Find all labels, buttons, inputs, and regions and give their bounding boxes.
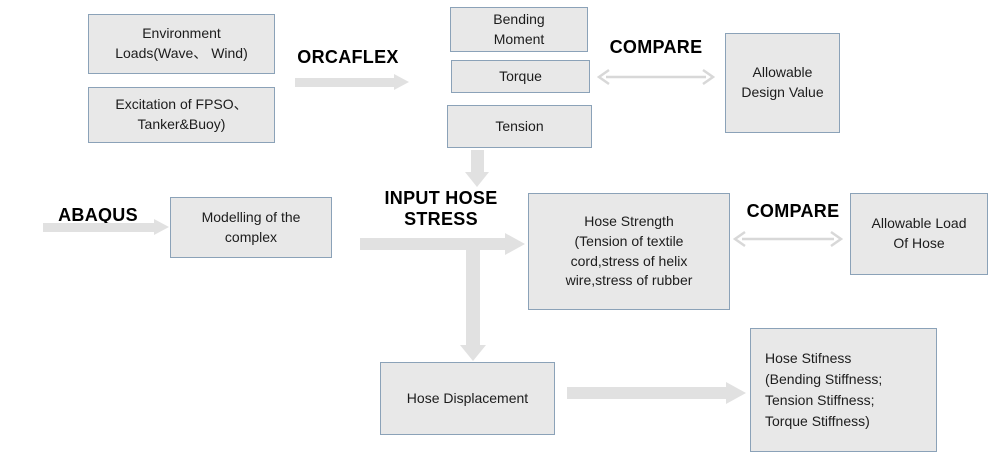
compare-top-double-arrow: [597, 68, 715, 86]
compare-top-label: COMPARE: [609, 37, 703, 57]
hose-displacement-box: Hose Displacement: [380, 362, 555, 435]
input-hose-stress-label: INPUT HOSE STRESS: [384, 188, 498, 230]
hose-displacement-arrow: [567, 382, 746, 404]
branch-down-arrow: [460, 250, 486, 361]
allowable-design-value-box: Allowable Design Value: [725, 33, 840, 133]
orcaflex-label: ORCAFLEX: [297, 47, 399, 67]
environment-loads-box: Environment Loads(Wave、 Wind): [88, 14, 275, 74]
input-hose-arrow: [360, 233, 525, 255]
compare-mid-double-arrow: [733, 230, 843, 248]
bending-moment-box: Bending Moment: [450, 7, 588, 52]
excitation-fpso-box: Excitation of FPSO、 Tanker&Buoy): [88, 87, 275, 143]
hose-stifness-box: Hose Stifness (Bending Stiffness; Tensio…: [750, 328, 937, 452]
torque-box: Torque: [451, 60, 590, 93]
allowable-load-box: Allowable Load Of Hose: [850, 193, 988, 275]
abaqus-arrow: [43, 219, 169, 235]
abaqus-label: ABAQUS: [58, 205, 138, 225]
orcaflex-arrow: [295, 74, 409, 90]
modelling-complex-box: Modelling of the complex: [170, 197, 332, 258]
hose-strength-box: Hose Strength (Tension of textile cord,s…: [528, 193, 730, 310]
compare-mid-label: COMPARE: [746, 201, 840, 221]
tension-box: Tension: [447, 105, 592, 148]
tension-down-arrow: [465, 150, 489, 187]
